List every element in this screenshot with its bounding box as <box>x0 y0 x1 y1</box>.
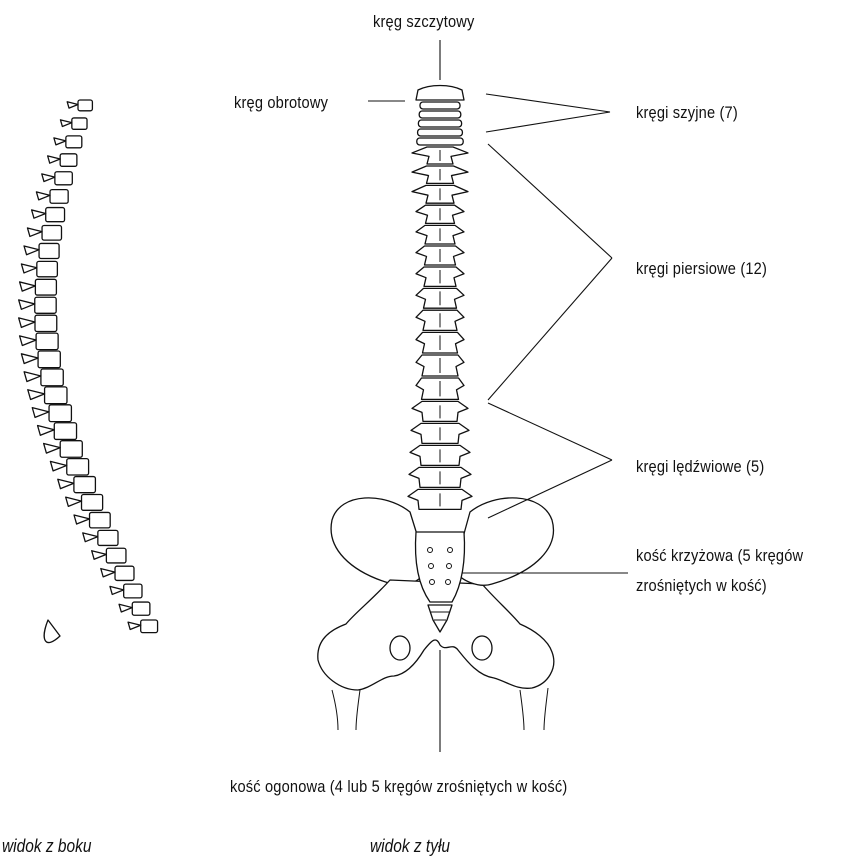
side-vertebra <box>19 297 56 313</box>
vertebra-lumbar <box>408 489 472 509</box>
side-vertebra <box>20 279 57 295</box>
side-vertebra <box>20 333 59 350</box>
vertebra-thoracic <box>416 288 464 308</box>
side-vertebra <box>42 172 73 185</box>
side-vertebra <box>92 548 126 563</box>
vertebra-cervical <box>420 102 460 109</box>
vertebra-cervical <box>417 138 463 145</box>
vertebra-lumbar <box>409 467 471 487</box>
side-vertebra <box>38 423 77 440</box>
vertebra-cervical <box>419 111 461 118</box>
back-view-spine <box>408 86 472 510</box>
side-vertebra <box>67 100 92 111</box>
side-vertebra <box>60 118 87 129</box>
side-vertebra <box>21 261 57 276</box>
vertebra-lumbar <box>410 445 470 465</box>
caption-side-view: widok z boku <box>2 836 91 856</box>
side-vertebra <box>50 459 88 475</box>
vertebra-thoracic <box>416 246 464 265</box>
side-vertebra <box>101 566 134 580</box>
vertebra-thoracic <box>416 205 464 223</box>
side-vertebra <box>48 154 77 167</box>
caption-back-view: widok z tyłu <box>370 836 450 856</box>
side-vertebra <box>58 477 96 493</box>
side-vertebra <box>24 243 59 258</box>
label-atlas: kręg szczytowy <box>373 12 475 32</box>
label-coccyx: kość ogonowa (4 lub 5 kręgów zrośniętych… <box>230 777 567 797</box>
vertebra-thoracic <box>412 166 468 183</box>
label-axis: kręg obrotowy <box>234 93 328 113</box>
label-cervical: kręgi szyjne (7) <box>636 103 738 123</box>
label-sacrum-line2: zrośniętych w kość) <box>636 576 767 596</box>
side-vertebra <box>21 351 60 368</box>
side-coccyx <box>44 620 60 643</box>
label-lumbar: kręgi lędźwiowe (5) <box>636 457 764 477</box>
label-thoracic: kręgi piersiowe (12) <box>636 259 767 279</box>
side-vertebra <box>128 620 158 633</box>
vertebra-thoracic <box>416 378 464 399</box>
side-vertebra <box>32 208 65 222</box>
side-vertebra <box>32 405 71 422</box>
vertebra-thoracic <box>412 147 468 164</box>
vertebra-thoracic <box>416 225 464 244</box>
side-vertebra <box>19 315 57 331</box>
vertebra-thoracic <box>412 185 468 203</box>
side-vertebra <box>24 369 63 386</box>
vertebra-cervical <box>418 120 461 127</box>
side-view-spine <box>19 100 158 643</box>
side-vertebra <box>27 226 61 241</box>
vertebra-thoracic <box>416 267 464 286</box>
vertebra-cervical <box>418 129 463 136</box>
vertebra-thoracic <box>416 355 464 376</box>
side-vertebra <box>110 584 142 598</box>
side-vertebra <box>28 387 67 404</box>
side-vertebra <box>66 494 103 510</box>
vertebra-lumbar <box>412 401 468 421</box>
side-vertebra <box>119 602 150 615</box>
vertebra-atlas <box>416 86 464 101</box>
vertebra-thoracic <box>416 332 464 353</box>
pelvis-drawing <box>318 498 554 730</box>
side-vertebra <box>54 136 82 148</box>
side-vertebra <box>36 190 68 204</box>
vertebra-lumbar <box>411 423 469 443</box>
label-sacrum-line1: kość krzyżowa (5 kręgów <box>636 546 803 566</box>
side-vertebra <box>74 512 110 527</box>
side-vertebra <box>44 441 83 458</box>
side-vertebra <box>83 530 118 545</box>
vertebra-thoracic <box>416 310 464 330</box>
